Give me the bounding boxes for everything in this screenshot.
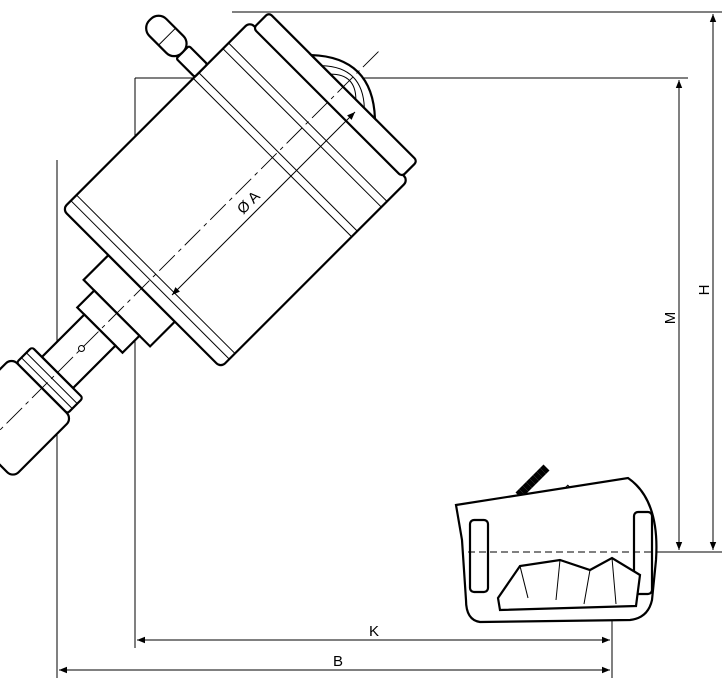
dimension-b: B — [59, 653, 610, 674]
dimension-h-label: H — [696, 285, 713, 296]
pilot-cap — [145, 14, 188, 58]
dimension-k: K — [137, 623, 610, 644]
valve-body — [454, 476, 658, 624]
dimension-m: M — [662, 80, 683, 550]
dimension-b-label: B — [333, 653, 343, 670]
dimension-h: H — [696, 14, 717, 550]
left-port — [468, 518, 490, 594]
dimension-m-label: M — [662, 312, 679, 325]
dimension-k-label: K — [369, 623, 379, 640]
actuator — [0, 13, 417, 476]
